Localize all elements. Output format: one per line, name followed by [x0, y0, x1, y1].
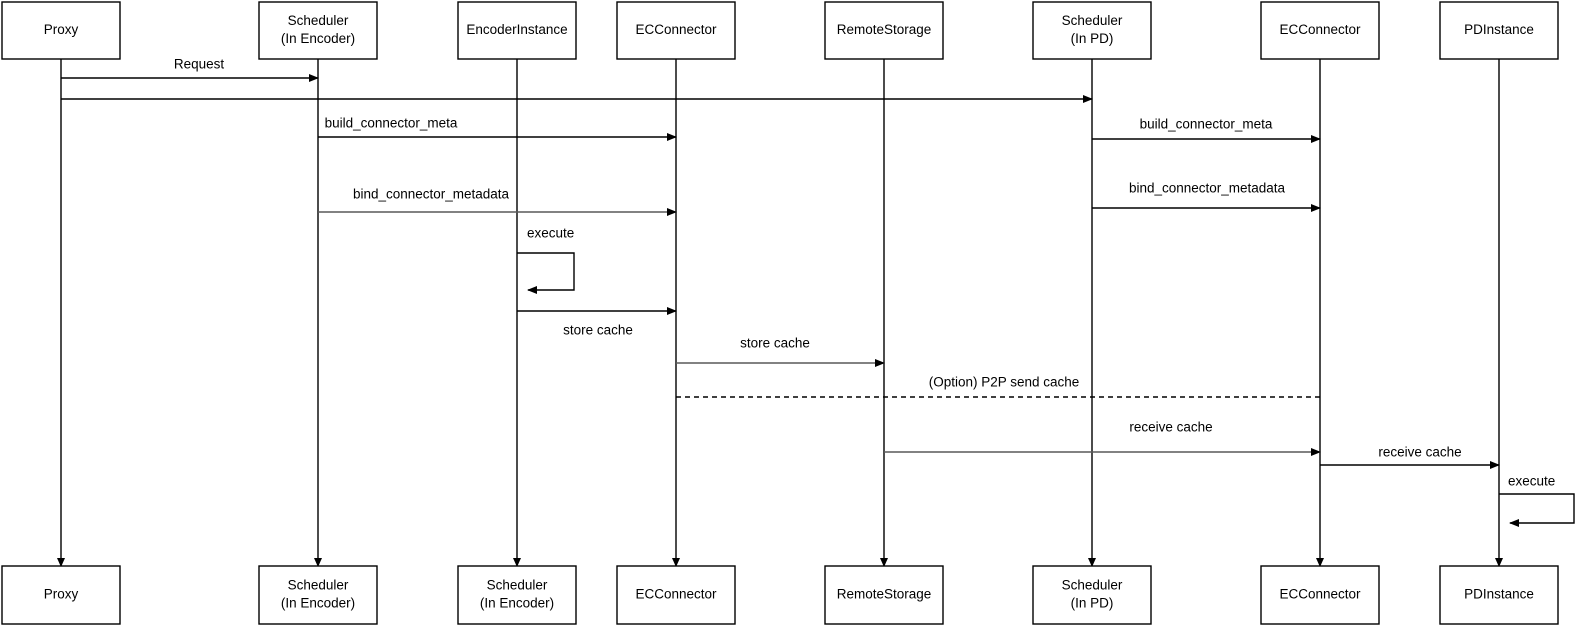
- participant-top-boxes-layer: Proxy Scheduler (In Encoder) EncoderInstanc…: [1, 1, 1559, 60]
- participant-bottom-box-label-pd_inst: PDInstance: [1464, 587, 1534, 602]
- self-message-label-s2: execute: [1508, 474, 1555, 489]
- participant-bottom-box-rect-sched_pd: [1032, 565, 1152, 625]
- participant-top-box-ec_conn_left[interactable]: ECConnector: [616, 1, 736, 60]
- participant-top-box-label-line2-sched_enc: (In Encoder): [281, 31, 355, 46]
- message-label-m4: build_connector_meta: [1140, 117, 1273, 132]
- participant-bottom-box-rect-pd_inst: [1439, 565, 1559, 625]
- participant-top-box-rect-encoder_inst: [457, 1, 577, 60]
- message-label-m1: Request: [174, 57, 225, 72]
- participant-bottom-box-pd_inst[interactable]: PDInstance: [1439, 565, 1559, 625]
- message-label-m7: store cache: [563, 323, 633, 338]
- message-label-m9: (Option) P2P send cache: [929, 375, 1080, 390]
- participant-top-box-label-remote_store: RemoteStorage: [837, 22, 932, 37]
- participant-bottom-box-sched_pd[interactable]: Scheduler (In PD): [1032, 565, 1152, 625]
- participant-bottom-box-label-ec_conn_right: ECConnector: [1279, 587, 1361, 602]
- participant-top-box-label-proxy: Proxy: [44, 22, 79, 37]
- participant-top-box-sched_pd[interactable]: Scheduler (In PD): [1032, 1, 1152, 60]
- participant-top-box-label-ec_conn_left: ECConnector: [635, 22, 717, 37]
- participant-top-box-label-line2-sched_pd: (In PD): [1071, 31, 1114, 46]
- lifelines-layer: [57, 59, 1503, 567]
- participant-bottom-box-label-line1-sched_pd: Scheduler: [1062, 578, 1123, 593]
- participant-bottom-box-label-line2-encoder_inst: (In Encoder): [480, 596, 554, 611]
- message-label-m10: receive cache: [1129, 420, 1212, 435]
- participant-top-box-rect-sched_pd: [1032, 1, 1152, 60]
- self-message-loop-s1: [517, 252, 575, 294]
- participant-top-box-rect-ec_conn_right: [1260, 1, 1380, 60]
- participant-top-box-proxy[interactable]: Proxy: [1, 1, 121, 60]
- message-label-m3: build_connector_meta: [325, 116, 458, 131]
- messages-layer: Request build_connector_meta build_connect…: [61, 57, 1500, 469]
- participant-top-box-pd_inst[interactable]: PDInstance: [1439, 1, 1559, 60]
- message-label-m6: bind_connector_metadata: [1129, 181, 1286, 196]
- self-messages-layer: execute execute: [517, 226, 1575, 527]
- participant-bottom-box-rect-ec_conn_left: [616, 565, 736, 625]
- participant-bottom-box-label-remote_store: RemoteStorage: [837, 587, 932, 602]
- self-message-label-s1: execute: [527, 226, 574, 241]
- self-message-loop-s2: [1499, 493, 1575, 527]
- participant-bottom-box-ec_conn_right[interactable]: ECConnector: [1260, 565, 1380, 625]
- participant-bottom-box-rect-sched_enc: [258, 565, 378, 625]
- participant-top-box-encoder_inst[interactable]: EncoderInstance: [457, 1, 577, 60]
- participant-bottom-box-label-line2-sched_pd: (In PD): [1071, 596, 1114, 611]
- message-label-m8: store cache: [740, 336, 810, 351]
- participant-bottom-box-label-proxy: Proxy: [44, 587, 79, 602]
- participant-top-box-label-encoder_inst: EncoderInstance: [466, 22, 567, 37]
- participant-bottom-box-rect-encoder_inst: [457, 565, 577, 625]
- participant-bottom-box-remote_store[interactable]: RemoteStorage: [824, 565, 944, 625]
- participant-top-box-rect-remote_store: [824, 1, 944, 60]
- participant-bottom-box-ec_conn_left[interactable]: ECConnector: [616, 565, 736, 625]
- participant-bottom-box-rect-ec_conn_right: [1260, 565, 1380, 625]
- participant-bottom-box-sched_enc[interactable]: Scheduler (In Encoder): [258, 565, 378, 625]
- participant-bottom-box-label-line1-sched_enc: Scheduler: [288, 578, 349, 593]
- participant-top-box-ec_conn_right[interactable]: ECConnector: [1260, 1, 1380, 60]
- participant-top-box-label-line1-sched_pd: Scheduler: [1062, 13, 1123, 28]
- participant-top-box-rect-proxy: [1, 1, 121, 60]
- participant-bottom-box-rect-proxy: [1, 565, 121, 625]
- participant-top-box-label-line1-sched_enc: Scheduler: [288, 13, 349, 28]
- participant-top-box-rect-ec_conn_left: [616, 1, 736, 60]
- participant-top-box-rect-pd_inst: [1439, 1, 1559, 60]
- participant-bottom-box-label-line1-encoder_inst: Scheduler: [487, 578, 548, 593]
- participant-top-box-remote_store[interactable]: RemoteStorage: [824, 1, 944, 60]
- participant-bottom-box-encoder_inst[interactable]: Scheduler (In Encoder): [457, 565, 577, 625]
- participant-bottom-box-rect-remote_store: [824, 565, 944, 625]
- participant-bottom-box-label-ec_conn_left: ECConnector: [635, 587, 717, 602]
- participant-top-box-rect-sched_enc: [258, 1, 378, 60]
- participant-top-box-label-ec_conn_right: ECConnector: [1279, 22, 1361, 37]
- message-label-m5: bind_connector_metadata: [353, 187, 510, 202]
- participant-bottom-box-proxy[interactable]: Proxy: [1, 565, 121, 625]
- participant-top-box-label-pd_inst: PDInstance: [1464, 22, 1534, 37]
- participant-bottom-box-label-line2-sched_enc: (In Encoder): [281, 596, 355, 611]
- message-label-m11: receive cache: [1378, 445, 1461, 460]
- participant-bottom-boxes-layer: Proxy Scheduler (In Encoder) Scheduler (In E…: [1, 565, 1559, 625]
- participant-top-box-sched_enc[interactable]: Scheduler (In Encoder): [258, 1, 378, 60]
